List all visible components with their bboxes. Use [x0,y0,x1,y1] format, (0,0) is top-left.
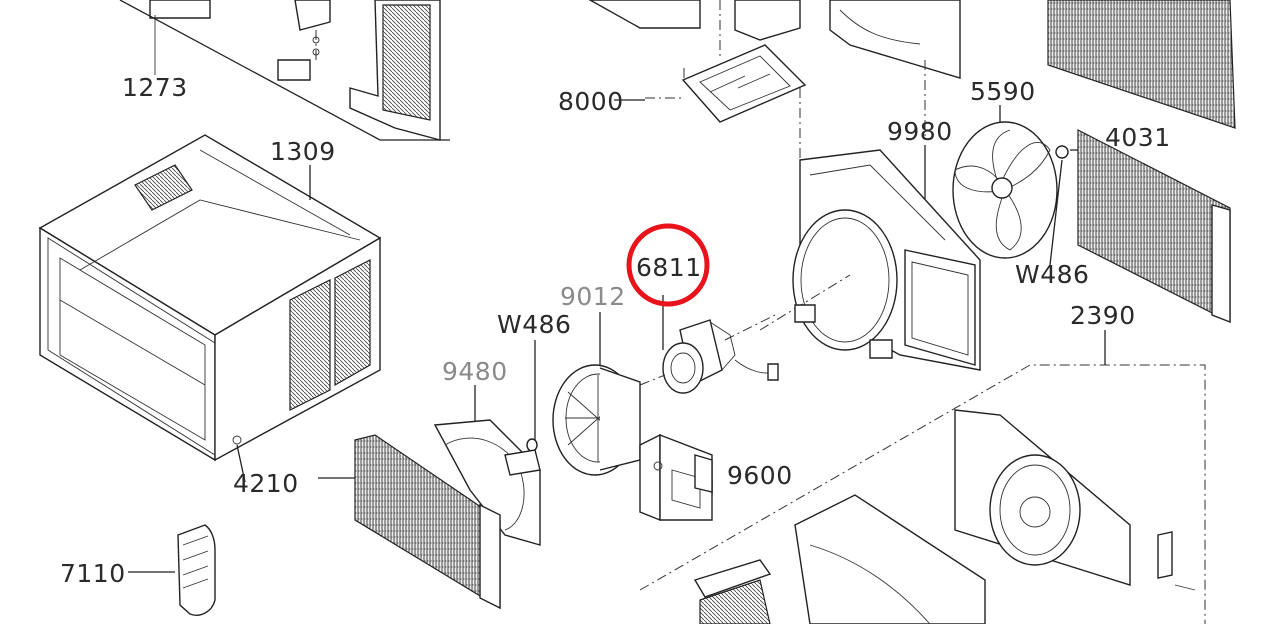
blower-wheel [552,364,641,476]
top-left-panel [119,0,450,141]
fan-motor [639,314,779,394]
remote-control [177,524,216,616]
chassis-base [639,364,1206,624]
drain-tray-top [588,0,807,170]
label-9480: 9480 [442,357,508,386]
motor-bracket [639,433,713,522]
label-5590: 5590 [970,77,1036,106]
upper-shroud [829,0,961,140]
label-1273: 1273 [122,73,188,102]
label-2390: 2390 [1070,301,1136,330]
top-right-coil [1047,0,1236,129]
label-4031: 4031 [1105,123,1171,152]
label-9980: 9980 [887,117,953,146]
label-4210: 4210 [233,469,299,498]
part-labels: 1273 8000 9980 5590 4031 1309 6811 9012 … [60,73,1171,588]
fan-shroud [759,149,981,371]
label-w486-right: W486 [1015,260,1089,289]
outdoor-fan [952,121,1069,259]
label-9012: 9012 [560,282,626,311]
evaporator-coil [354,434,501,610]
washer-w486-left [526,438,538,452]
scroll-housing [433,419,541,546]
label-1309: 1309 [270,137,336,166]
label-w486-left: W486 [497,310,571,339]
label-6811: 6811 [636,253,702,282]
highlight-circle [626,223,710,307]
label-9600: 9600 [727,461,793,490]
label-8000: 8000 [558,87,624,116]
cabinet-housing [38,134,382,462]
condenser-coil [1077,129,1231,324]
label-7110: 7110 [60,559,126,588]
